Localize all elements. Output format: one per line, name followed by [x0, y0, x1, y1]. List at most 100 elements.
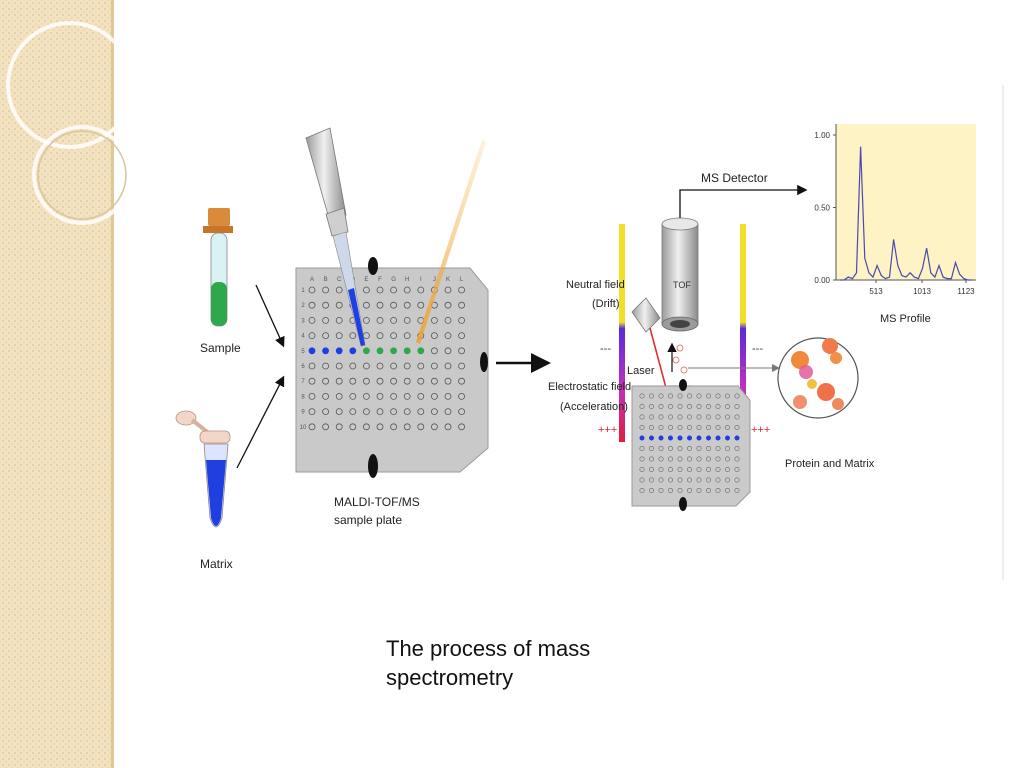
left-field-bar	[619, 224, 625, 442]
plate-well	[417, 286, 425, 294]
plate-well	[444, 332, 452, 340]
electrostatic-field-label-line2: (Acceleration)	[560, 401, 628, 413]
small-plate-well	[658, 414, 664, 420]
small-plate-well	[734, 445, 740, 451]
small-plate-well	[658, 403, 664, 409]
plate-well	[322, 286, 330, 294]
small-plate-well	[715, 487, 721, 493]
small-plate-well	[696, 424, 702, 430]
laser-icon	[631, 297, 661, 333]
plate-well	[403, 316, 411, 324]
plate-column-label: E	[364, 277, 368, 283]
plate-well	[390, 347, 398, 355]
plate-well	[390, 301, 398, 309]
plate-well	[322, 362, 330, 370]
plate-well	[335, 408, 343, 416]
chart-y-tick-label: 0.50	[814, 204, 830, 213]
tof-label: TOF	[673, 280, 691, 290]
matrix-tube-icon	[175, 410, 231, 528]
plate-well	[335, 362, 343, 370]
chart-x-tick-label: 1123	[957, 287, 975, 296]
small-plate-well	[677, 435, 683, 441]
sample-label: Sample	[200, 341, 241, 355]
small-plate-well	[639, 466, 645, 472]
plate-well	[417, 301, 425, 309]
plate-well	[458, 392, 466, 400]
plate-well	[322, 423, 330, 431]
small-plate-well	[696, 477, 702, 483]
plate-well	[376, 316, 384, 324]
small-plate-well	[705, 403, 711, 409]
plate-well	[308, 423, 316, 431]
plate-well	[362, 423, 370, 431]
plate-well	[335, 377, 343, 385]
plate-well	[322, 408, 330, 416]
small-plate-well	[658, 424, 664, 430]
sidebar-border	[111, 0, 114, 768]
plate-row-label: 8	[301, 394, 305, 400]
plate-well	[322, 301, 330, 309]
plate-well	[390, 286, 398, 294]
chart-x-tick-label: 513	[869, 287, 883, 296]
plate-well	[390, 377, 398, 385]
small-plate-well	[724, 487, 730, 493]
small-plate-well	[696, 414, 702, 420]
plate-well	[335, 332, 343, 340]
small-plate-well	[648, 403, 654, 409]
plate-well	[308, 362, 316, 370]
plate-row-label: 6	[301, 364, 305, 370]
small-plate-well	[696, 393, 702, 399]
plate-well	[444, 301, 452, 309]
plate-well	[390, 408, 398, 416]
plate-well	[335, 316, 343, 324]
small-plate-well	[677, 466, 683, 472]
small-plate-well	[724, 466, 730, 472]
plate-well	[362, 377, 370, 385]
small-plate-well	[686, 424, 692, 430]
plate-well	[430, 377, 438, 385]
electrostatic-field-label-line1: Electrostatic field	[548, 381, 631, 393]
plate-well	[362, 392, 370, 400]
plate-well	[322, 377, 330, 385]
small-plate-well	[686, 456, 692, 462]
plate-row-label: 9	[301, 410, 305, 416]
small-plate-well	[648, 435, 654, 441]
small-plate-well	[705, 393, 711, 399]
plate-well	[322, 332, 330, 340]
plate-well	[403, 332, 411, 340]
plate-well	[362, 316, 370, 324]
neutral-field-label-line1: Neutral field	[566, 279, 625, 291]
matrix-label: Matrix	[200, 557, 233, 571]
small-plate-well	[686, 393, 692, 399]
small-plate-well	[724, 435, 730, 441]
small-plate-well	[648, 424, 654, 430]
small-plate-well	[715, 445, 721, 451]
small-plate-well	[677, 456, 683, 462]
small-plate-well	[639, 477, 645, 483]
small-plate-well	[658, 456, 664, 462]
plate-well	[349, 332, 357, 340]
plate-well	[349, 362, 357, 370]
small-plate-well	[734, 466, 740, 472]
plate-well	[403, 286, 411, 294]
small-plate-well	[667, 393, 673, 399]
left-plus-signs: +++	[598, 424, 617, 436]
small-plate-well	[677, 393, 683, 399]
small-plate-well	[705, 456, 711, 462]
small-plate-well	[686, 403, 692, 409]
plate-well	[444, 362, 452, 370]
plate-well	[458, 423, 466, 431]
plate-well	[403, 347, 411, 355]
plate-well	[444, 286, 452, 294]
plate-column-label: J	[433, 277, 436, 283]
small-plate-well	[648, 456, 654, 462]
small-plate-well	[648, 466, 654, 472]
plate-well	[322, 347, 330, 355]
plate-well	[458, 377, 466, 385]
small-plate-well	[715, 435, 721, 441]
plate-column-label: H	[405, 277, 409, 283]
ms-detector-label: MS Detector	[701, 171, 768, 185]
small-plate-well	[734, 487, 740, 493]
plate-well	[390, 316, 398, 324]
